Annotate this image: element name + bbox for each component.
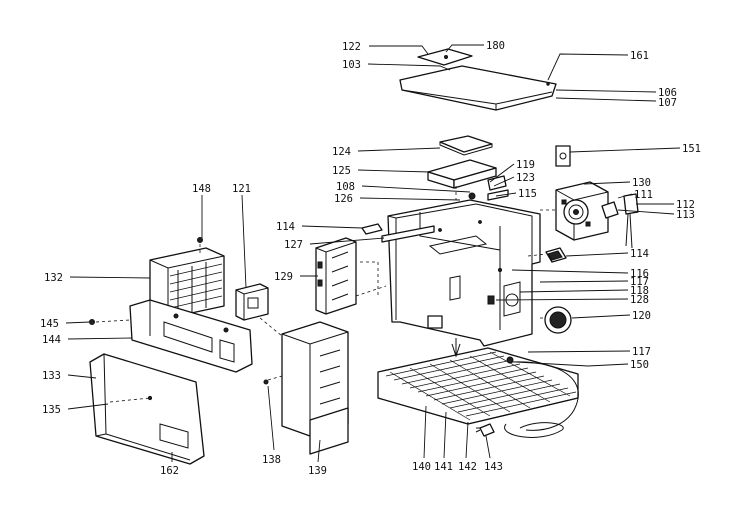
part-control-panel [129,299,253,373]
part-round-cover [544,306,572,334]
callout-103: 103 [342,59,361,71]
callout-151: 151 [682,143,701,155]
callout-115: 115 [518,188,537,200]
callout-129: 129 [274,271,293,283]
part-power-cord [504,356,579,438]
callout-139: 139 [308,465,327,477]
part-heater-element [149,247,225,319]
part-label-plate [555,145,571,167]
part-top-cover-plate [417,48,473,66]
callout-144: 144 [42,334,61,346]
part-heating-grid [377,347,579,425]
callout-140: 140 [412,461,431,473]
callout-117-top: 117 [630,276,649,288]
callout-127: 127 [284,239,303,251]
callout-133: 133 [42,370,61,382]
callout-117-bottom: 117 [632,346,651,358]
callout-107: 107 [658,97,677,109]
part-bracket-set [468,175,509,201]
callout-161: 161 [630,50,649,62]
part-plug [475,423,495,437]
part-thermostat [235,283,269,321]
callout-150: 150 [630,359,649,371]
callout-135: 135 [42,404,61,416]
callout-143: 143 [484,461,503,473]
callout-116: 116 [630,268,649,280]
part-main-chassis [387,199,541,347]
callout-180: 180 [486,40,505,52]
callout-132: 132 [44,272,63,284]
callout-141: 141 [434,461,453,473]
callout-114-right: 114 [630,248,649,260]
callout-142: 142 [458,461,477,473]
part-flat-plate [439,135,493,156]
callout-148: 148 [192,183,211,195]
callout-118: 118 [630,285,649,297]
part-side-panel [281,321,349,455]
part-terminal-strip [315,237,357,315]
callout-108: 108 [336,181,355,193]
part-fan-motor [601,193,639,249]
callout-113: 113 [676,209,695,221]
callout-111: 111 [634,189,653,201]
part-small-screws [89,237,461,385]
callout-119: 119 [516,159,535,171]
callout-120: 120 [632,310,651,322]
callout-124: 124 [332,146,351,158]
leader-lines [65,44,681,463]
callout-106: 106 [658,87,677,99]
callout-126: 126 [334,193,353,205]
callout-122: 122 [342,41,361,53]
part-top-lid [399,65,557,111]
callout-162: 162 [160,465,179,477]
part-control-box [427,159,497,189]
part-grommet-left [361,223,383,235]
callout-112: 112 [676,199,695,211]
callout-labels: 122 180 103 161 106 107 151 124 125 119 … [40,40,701,477]
assembly-lines [95,186,556,403]
part-support-rod [381,225,435,243]
callout-125: 125 [332,165,351,177]
callout-123: 123 [516,172,535,184]
callout-130: 130 [632,177,651,189]
callout-138: 138 [262,454,281,466]
part-fan-housing [555,181,609,241]
part-grommet-right [545,247,567,263]
callout-128: 128 [630,294,649,306]
callout-121: 121 [232,183,251,195]
callout-145: 145 [40,318,59,330]
callout-114-left: 114 [276,221,295,233]
part-front-cover [89,353,205,465]
